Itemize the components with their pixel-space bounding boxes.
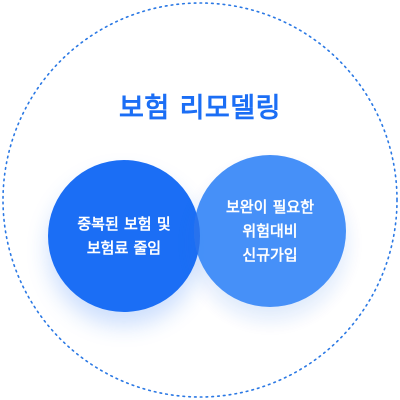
right-circle-line-2: 위험대비 bbox=[242, 222, 298, 240]
right-circle-text: 보완이 필요한 위험대비 신규가입 bbox=[226, 195, 314, 267]
left-circle-line-1: 중복된 보험 및 bbox=[77, 215, 171, 233]
left-circle: 중복된 보험 및 보험료 줄임 bbox=[48, 160, 200, 312]
right-circle-line-3: 신규가입 bbox=[242, 246, 298, 264]
right-circle: 보완이 필요한 위험대비 신규가입 bbox=[194, 155, 346, 307]
right-circle-line-1: 보완이 필요한 bbox=[225, 198, 315, 216]
left-circle-line-2: 보험료 줄임 bbox=[86, 239, 162, 257]
diagram-title: 보험 리모델링 bbox=[119, 93, 281, 124]
left-circle-text: 중복된 보험 및 보험료 줄임 bbox=[77, 212, 170, 260]
